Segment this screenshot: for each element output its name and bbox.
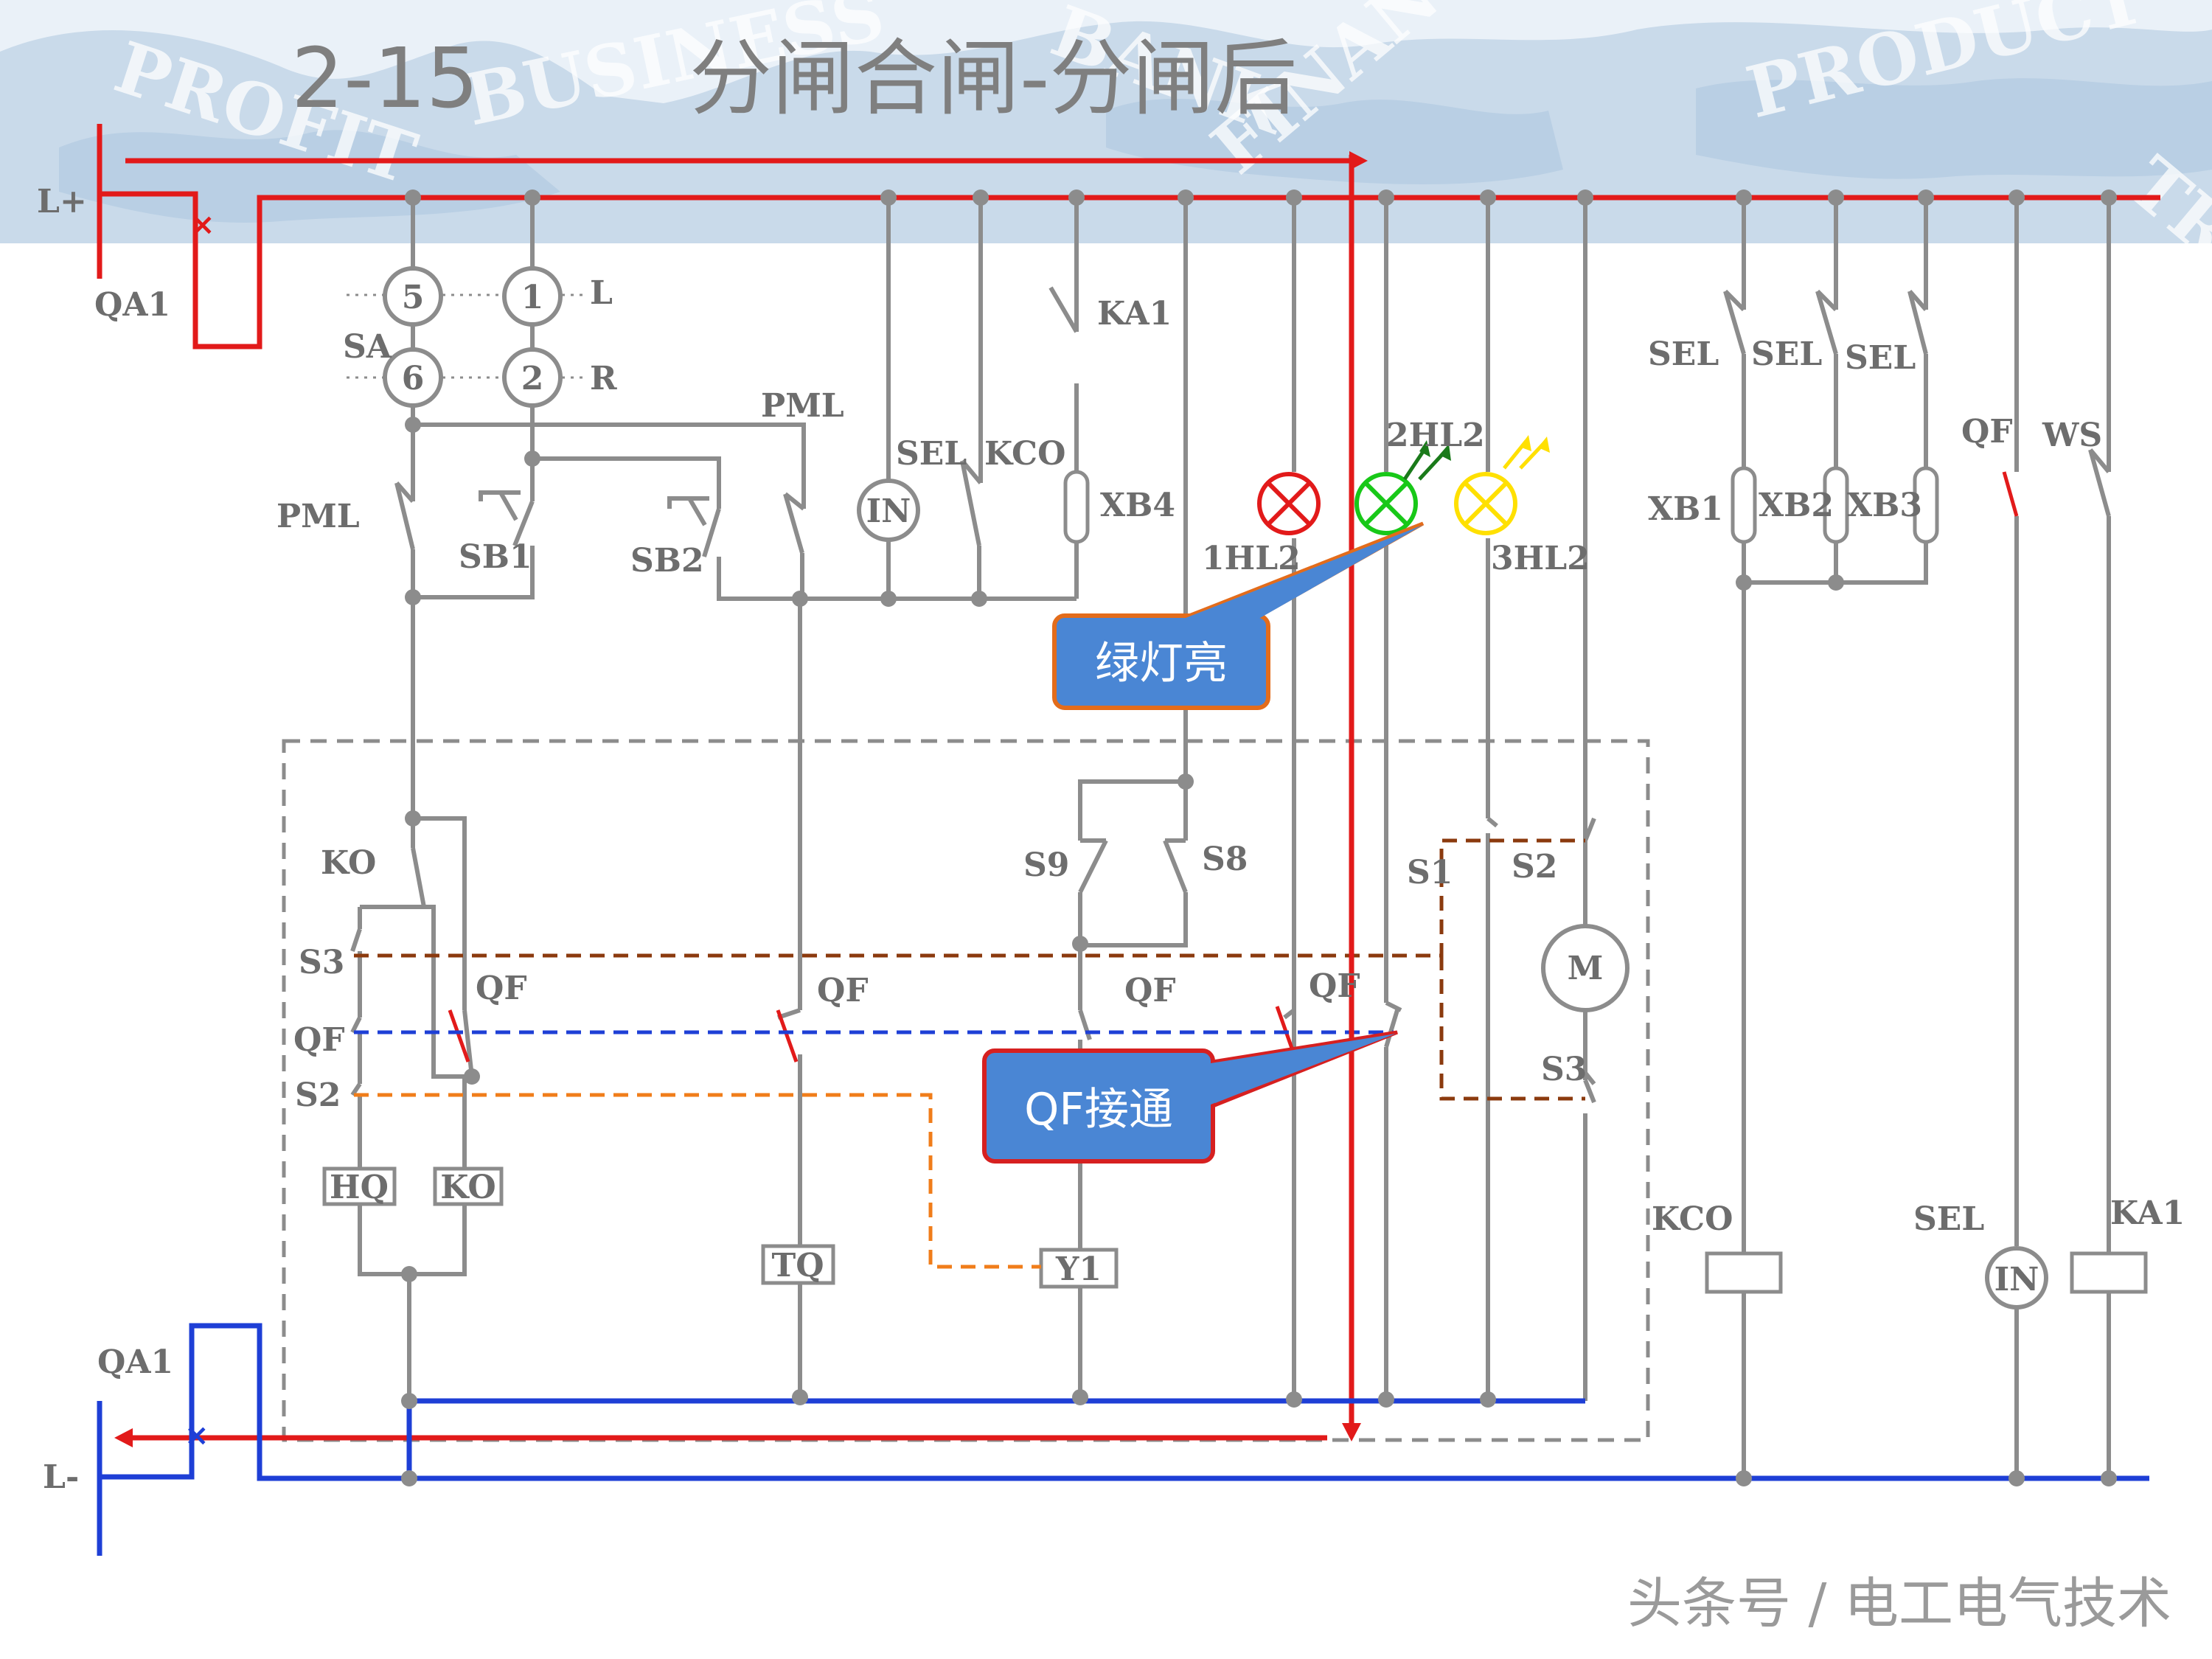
callout-green-lamp-text: 绿灯亮 (1095, 638, 1228, 689)
label-xb1: XB1 (1648, 490, 1723, 528)
label-pml-left: PML (276, 498, 360, 535)
label-sel-b: SEL (1751, 335, 1822, 373)
label-l-plus: L+ (37, 183, 87, 220)
lamp-green (1354, 440, 1451, 535)
label-kco-1: KCO (984, 435, 1065, 473)
svg-text:×: × (190, 208, 215, 242)
label-s8: S8 (1202, 841, 1248, 878)
banner-background: PROFIT BUSINESS BANK FINANCE PRODUCT TRA (0, 0, 2212, 313)
in-meter-label: IN (866, 493, 911, 530)
label-sb1: SB1 (459, 538, 532, 576)
motor-label: M (1568, 950, 1604, 987)
sa-label: SA (343, 328, 392, 366)
callout-qf-closed-text: QF接通 (1024, 1084, 1173, 1135)
control-wiring (322, 198, 2148, 1478)
label-l-minus: L- (43, 1458, 79, 1496)
label-xb4: XB4 (1100, 487, 1175, 524)
label-sel-a: SEL (1648, 335, 1719, 373)
in-meter-bottom-label: IN (1994, 1261, 2039, 1298)
label-ko-switch: KO (321, 844, 376, 882)
linkage-lines (354, 838, 1585, 1269)
label-qf-4: QF (1309, 967, 1360, 1005)
label-2hl2: 2HL2 (1386, 417, 1485, 454)
coil-ko-label: KO (440, 1169, 495, 1206)
label-s1: S1 (1407, 854, 1453, 891)
label-kco-coil: KCO (1652, 1200, 1733, 1238)
sa-contact-5: 5 (402, 279, 425, 316)
label-s9: S9 (1023, 846, 1069, 884)
lamp-yellow (1454, 435, 1550, 535)
sa-contact-6: 6 (402, 360, 425, 397)
coil-hq-label: HQ (330, 1169, 389, 1206)
label-qf-left: QF (293, 1021, 345, 1059)
qf-contacts-red (448, 471, 2019, 1062)
component-labels: L+ QA1 QA1 L- PML PML SB1 SB2 SEL KCO XB… (37, 183, 2185, 1496)
label-sel-1: SEL (896, 435, 967, 473)
xb-links (1063, 466, 1939, 544)
sa-position-r: R (590, 360, 617, 397)
label-s3-right: S3 (1541, 1051, 1587, 1088)
in-meter-bottom: IN (1985, 1246, 2048, 1310)
label-qf-1: QF (476, 970, 527, 1007)
label-sel-c: SEL (1845, 339, 1916, 377)
positive-bus: × (97, 124, 2160, 1447)
callout-green-lamp: 绿灯亮 (1052, 521, 1425, 710)
slide-number: 2-15 (291, 31, 479, 127)
coil-y1-label: Y1 (1055, 1251, 1102, 1288)
sa-contact-1: 1 (521, 279, 544, 316)
label-qa1-bottom: QA1 (97, 1343, 173, 1381)
junction-dots (401, 189, 2117, 1486)
label-1hl2: 1HL2 (1202, 540, 1301, 577)
label-qa1-top: QA1 (94, 286, 170, 324)
slide-title: 分闸合闸-分闸后 (689, 31, 1297, 127)
label-3hl2: 3HL2 (1491, 540, 1590, 577)
label-s2-left: S2 (295, 1077, 341, 1114)
lamp-red (1257, 472, 1321, 535)
coil-tq-label: TQ (771, 1247, 824, 1284)
label-ka1-coil: KA1 (2110, 1194, 2185, 1232)
label-pml-right: PML (761, 387, 844, 425)
motor-symbol: M (1541, 924, 1630, 1012)
label-qf-right: QF (1961, 413, 2013, 451)
label-xb3: XB3 (1847, 487, 1922, 524)
label-xb2: XB2 (1759, 487, 1834, 524)
label-qf-3: QF (1124, 972, 1176, 1009)
label-s2-right: S2 (1512, 848, 1557, 886)
label-sel-meter: SEL (1913, 1200, 1984, 1238)
svg-text:×: × (184, 1419, 209, 1453)
callout-qf-closed: QF接通 (982, 1030, 1398, 1164)
label-s3-left: S3 (299, 944, 344, 981)
sa-contact-2: 2 (521, 360, 544, 397)
sa-position-l: L (590, 274, 613, 312)
sa-switch: 5 1 6 2 L R SA (343, 266, 617, 408)
label-ka1-top: KA1 (1097, 295, 1172, 333)
label-qf-2: QF (817, 972, 869, 1009)
label-ws: WS (2042, 417, 2102, 454)
label-sb2: SB2 (630, 542, 704, 580)
mechanism-box (282, 739, 1650, 1442)
watermark-text: 头条号 / 电工电气技术 (1627, 1572, 2171, 1635)
in-meter-top: IN (857, 479, 920, 542)
